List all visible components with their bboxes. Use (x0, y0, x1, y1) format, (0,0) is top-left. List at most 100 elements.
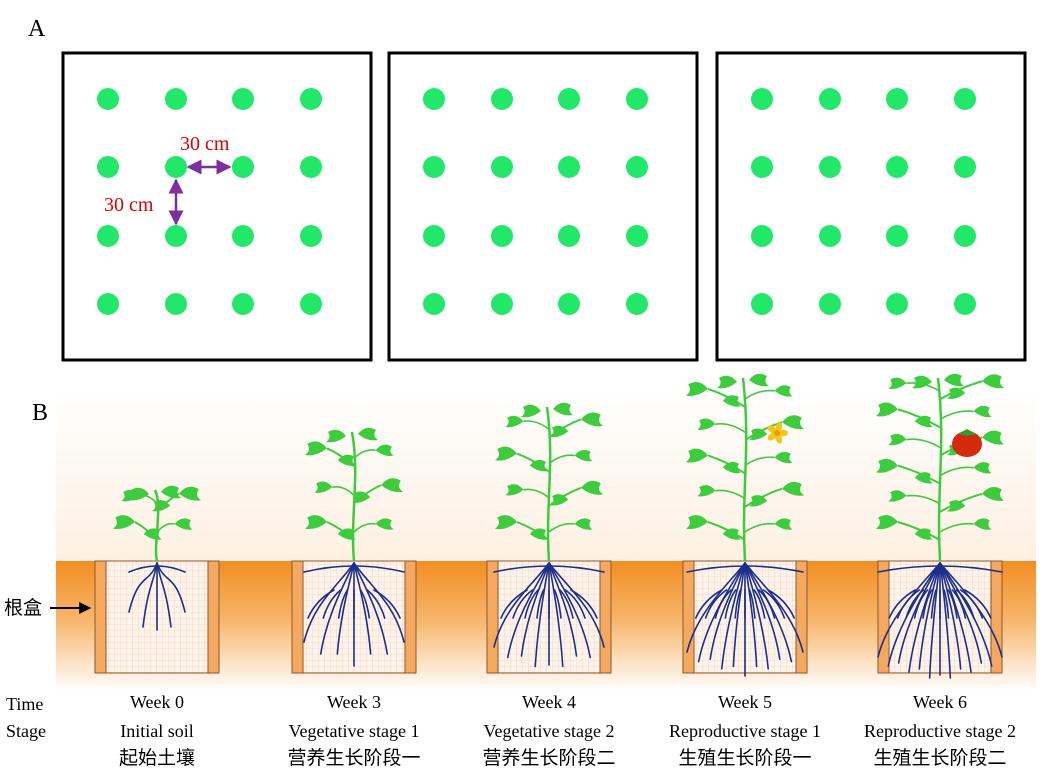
branch (156, 522, 175, 533)
panel-b-label: B (32, 400, 48, 426)
plant-shoot (305, 427, 403, 562)
week-label: Week 3 (327, 692, 381, 712)
leaf (914, 415, 933, 428)
leaf (686, 515, 708, 530)
root-box-wall-left (486, 560, 499, 674)
leaf (529, 459, 548, 472)
plant-position-dot (300, 156, 322, 178)
leaf (495, 446, 517, 461)
leaf (495, 515, 517, 530)
root-box-wall-right (599, 560, 612, 674)
leaf (749, 495, 768, 507)
plant-position-dot (232, 88, 254, 110)
plant-position-dot (491, 293, 513, 315)
branch (939, 410, 974, 421)
leaf (914, 472, 933, 484)
branch (939, 380, 983, 401)
vertical-spacing-label: 30 cm (104, 194, 154, 216)
plant-position-dot (819, 225, 841, 247)
leaf (782, 481, 804, 496)
plant-shoot (495, 402, 603, 562)
stem (153, 489, 160, 562)
leaf (581, 480, 603, 495)
stage-label-cn: 生殖生长阶段二 (873, 747, 1006, 769)
plant-position-dot (423, 225, 445, 247)
leaf (305, 515, 327, 530)
branch (548, 522, 575, 533)
branch (707, 454, 746, 475)
stage-label-cn: 营养生长阶段二 (482, 747, 615, 769)
plant-position-dot (819, 293, 841, 315)
leaf (782, 415, 804, 430)
root-box-wall-left (291, 560, 304, 674)
leaf (947, 500, 966, 512)
plant-position-dot (300, 293, 322, 315)
leaf (982, 430, 1004, 445)
leaf (574, 449, 593, 462)
branch (353, 522, 376, 533)
leaf (697, 485, 716, 497)
root-box-wall-left (682, 560, 695, 674)
plant-position-dot (232, 156, 254, 178)
plant-position-dot (751, 88, 773, 110)
leaf (888, 490, 907, 502)
root-box-label: 根盒 (4, 597, 42, 619)
stem (741, 377, 748, 562)
branch (516, 521, 550, 541)
branch (516, 452, 550, 473)
leaf (697, 418, 716, 430)
plant-position-dot (886, 88, 908, 110)
leaf (381, 478, 403, 493)
leaf (722, 528, 741, 540)
branch (523, 420, 550, 430)
leaf (352, 491, 371, 503)
plant-position-dot (954, 88, 976, 110)
leaf (505, 415, 524, 428)
stage-label-en: Reproductive stage 2 (864, 721, 1016, 741)
leaf (973, 405, 992, 418)
branch (523, 488, 550, 499)
root-box-wall-left (877, 560, 890, 674)
flower-icon (767, 422, 788, 444)
plant-position-dot (232, 225, 254, 247)
plant-position-dot (751, 225, 773, 247)
leaf (553, 402, 573, 416)
branch (707, 387, 746, 408)
leaf (722, 395, 741, 407)
plant-position-dot (491, 88, 513, 110)
plant-position-dot (819, 156, 841, 178)
leaf (947, 387, 966, 399)
leaf (774, 385, 793, 397)
plant-position-dot (300, 88, 322, 110)
plant-position-dot (954, 293, 976, 315)
leaf (686, 382, 708, 396)
leaf (326, 429, 346, 443)
stage-label-cn: 营养生长阶段一 (287, 747, 420, 769)
stage-label-en: Vegetative stage 2 (484, 721, 615, 741)
panel-a-label: A (28, 16, 46, 42)
branch (744, 389, 775, 400)
leaf (914, 528, 933, 540)
leaf (550, 494, 569, 506)
branch (548, 418, 582, 439)
plot-2 (387, 51, 699, 362)
root-box-wall-right (990, 560, 1003, 674)
plant-position-dot (626, 88, 648, 110)
roots (128, 562, 186, 631)
stem (545, 406, 552, 562)
leaf (982, 486, 1004, 501)
branch (897, 464, 941, 485)
branch (353, 449, 376, 459)
branch (939, 466, 974, 477)
leaf (944, 373, 964, 387)
plant-position-dot (819, 88, 841, 110)
tomato-icon (952, 429, 982, 457)
branch (707, 521, 746, 541)
stage-label-en: Vegetative stage 1 (289, 721, 420, 741)
